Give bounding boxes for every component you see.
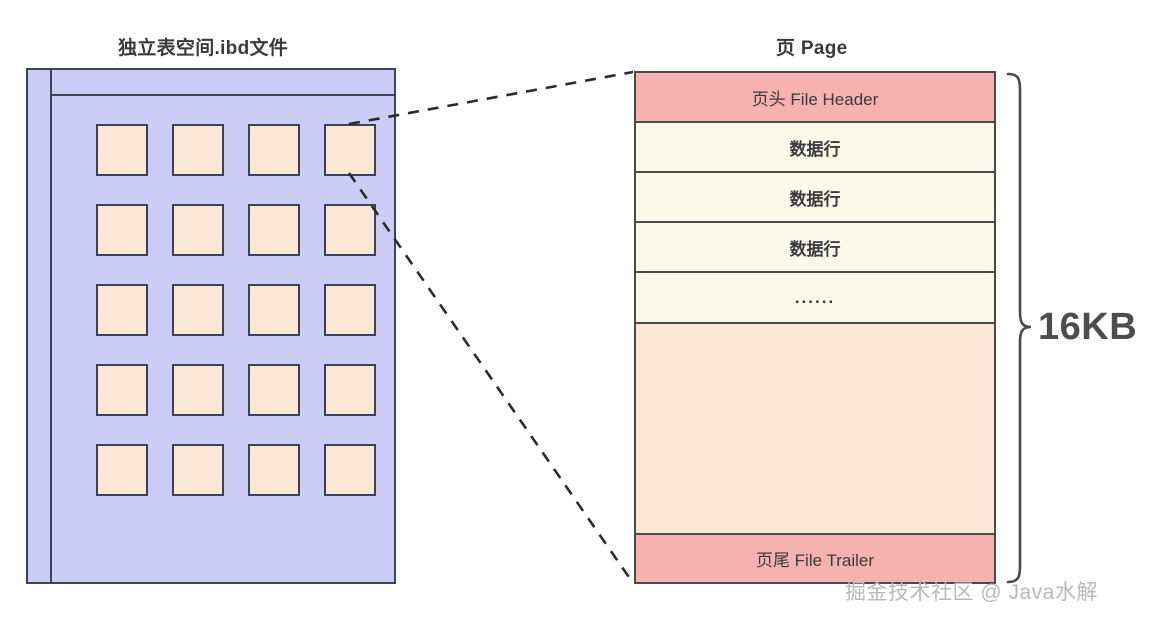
page-size-label: 16KB bbox=[1038, 306, 1138, 348]
tablespace-page-cell bbox=[96, 204, 148, 256]
tablespace-page-cell bbox=[96, 364, 148, 416]
page-row-data-1: 数据行 bbox=[636, 123, 994, 173]
tablespace-page-cell bbox=[172, 124, 224, 176]
tablespace-page-cell bbox=[172, 364, 224, 416]
tablespace-page-cell bbox=[248, 364, 300, 416]
page-row-file-trailer: 页尾 File Trailer bbox=[636, 535, 994, 582]
tablespace-page-cell bbox=[248, 124, 300, 176]
page-row-data-2: 数据行 bbox=[636, 173, 994, 223]
tablespace-page-cell bbox=[324, 124, 376, 176]
tablespace-page-cell bbox=[172, 444, 224, 496]
page-title: 页 Page bbox=[776, 38, 848, 59]
page-row-data-3: 数据行 bbox=[636, 223, 994, 273]
tablespace-left-margin-strip bbox=[28, 70, 52, 582]
tablespace-page-cell bbox=[248, 444, 300, 496]
tablespace-page-cell bbox=[324, 364, 376, 416]
page-row-ellipsis: ...... bbox=[636, 273, 994, 324]
tablespace-page-grid bbox=[52, 96, 394, 582]
curly-brace-right-icon bbox=[1006, 72, 1032, 584]
page-row-free-space bbox=[636, 324, 994, 535]
tablespace-page-cell bbox=[248, 284, 300, 336]
watermark-text: 掘金技术社区 @ Java水解 bbox=[845, 581, 1098, 604]
tablespace-page-cell bbox=[324, 444, 376, 496]
tablespace-file-box bbox=[26, 68, 396, 584]
page-structure-box: 页头 File Header 数据行 数据行 数据行 ...... 页尾 Fil… bbox=[634, 71, 996, 584]
tablespace-title: 独立表空间.ibd文件 bbox=[118, 38, 289, 59]
tablespace-page-cell bbox=[172, 204, 224, 256]
tablespace-page-cell bbox=[172, 284, 224, 336]
tablespace-page-cell bbox=[96, 444, 148, 496]
tablespace-page-cell bbox=[96, 124, 148, 176]
tablespace-page-cell bbox=[96, 284, 148, 336]
tablespace-top-margin-strip bbox=[52, 70, 394, 96]
tablespace-page-cell bbox=[324, 284, 376, 336]
tablespace-page-cell bbox=[248, 204, 300, 256]
tablespace-page-cell bbox=[324, 204, 376, 256]
page-row-file-header: 页头 File Header bbox=[636, 73, 994, 123]
